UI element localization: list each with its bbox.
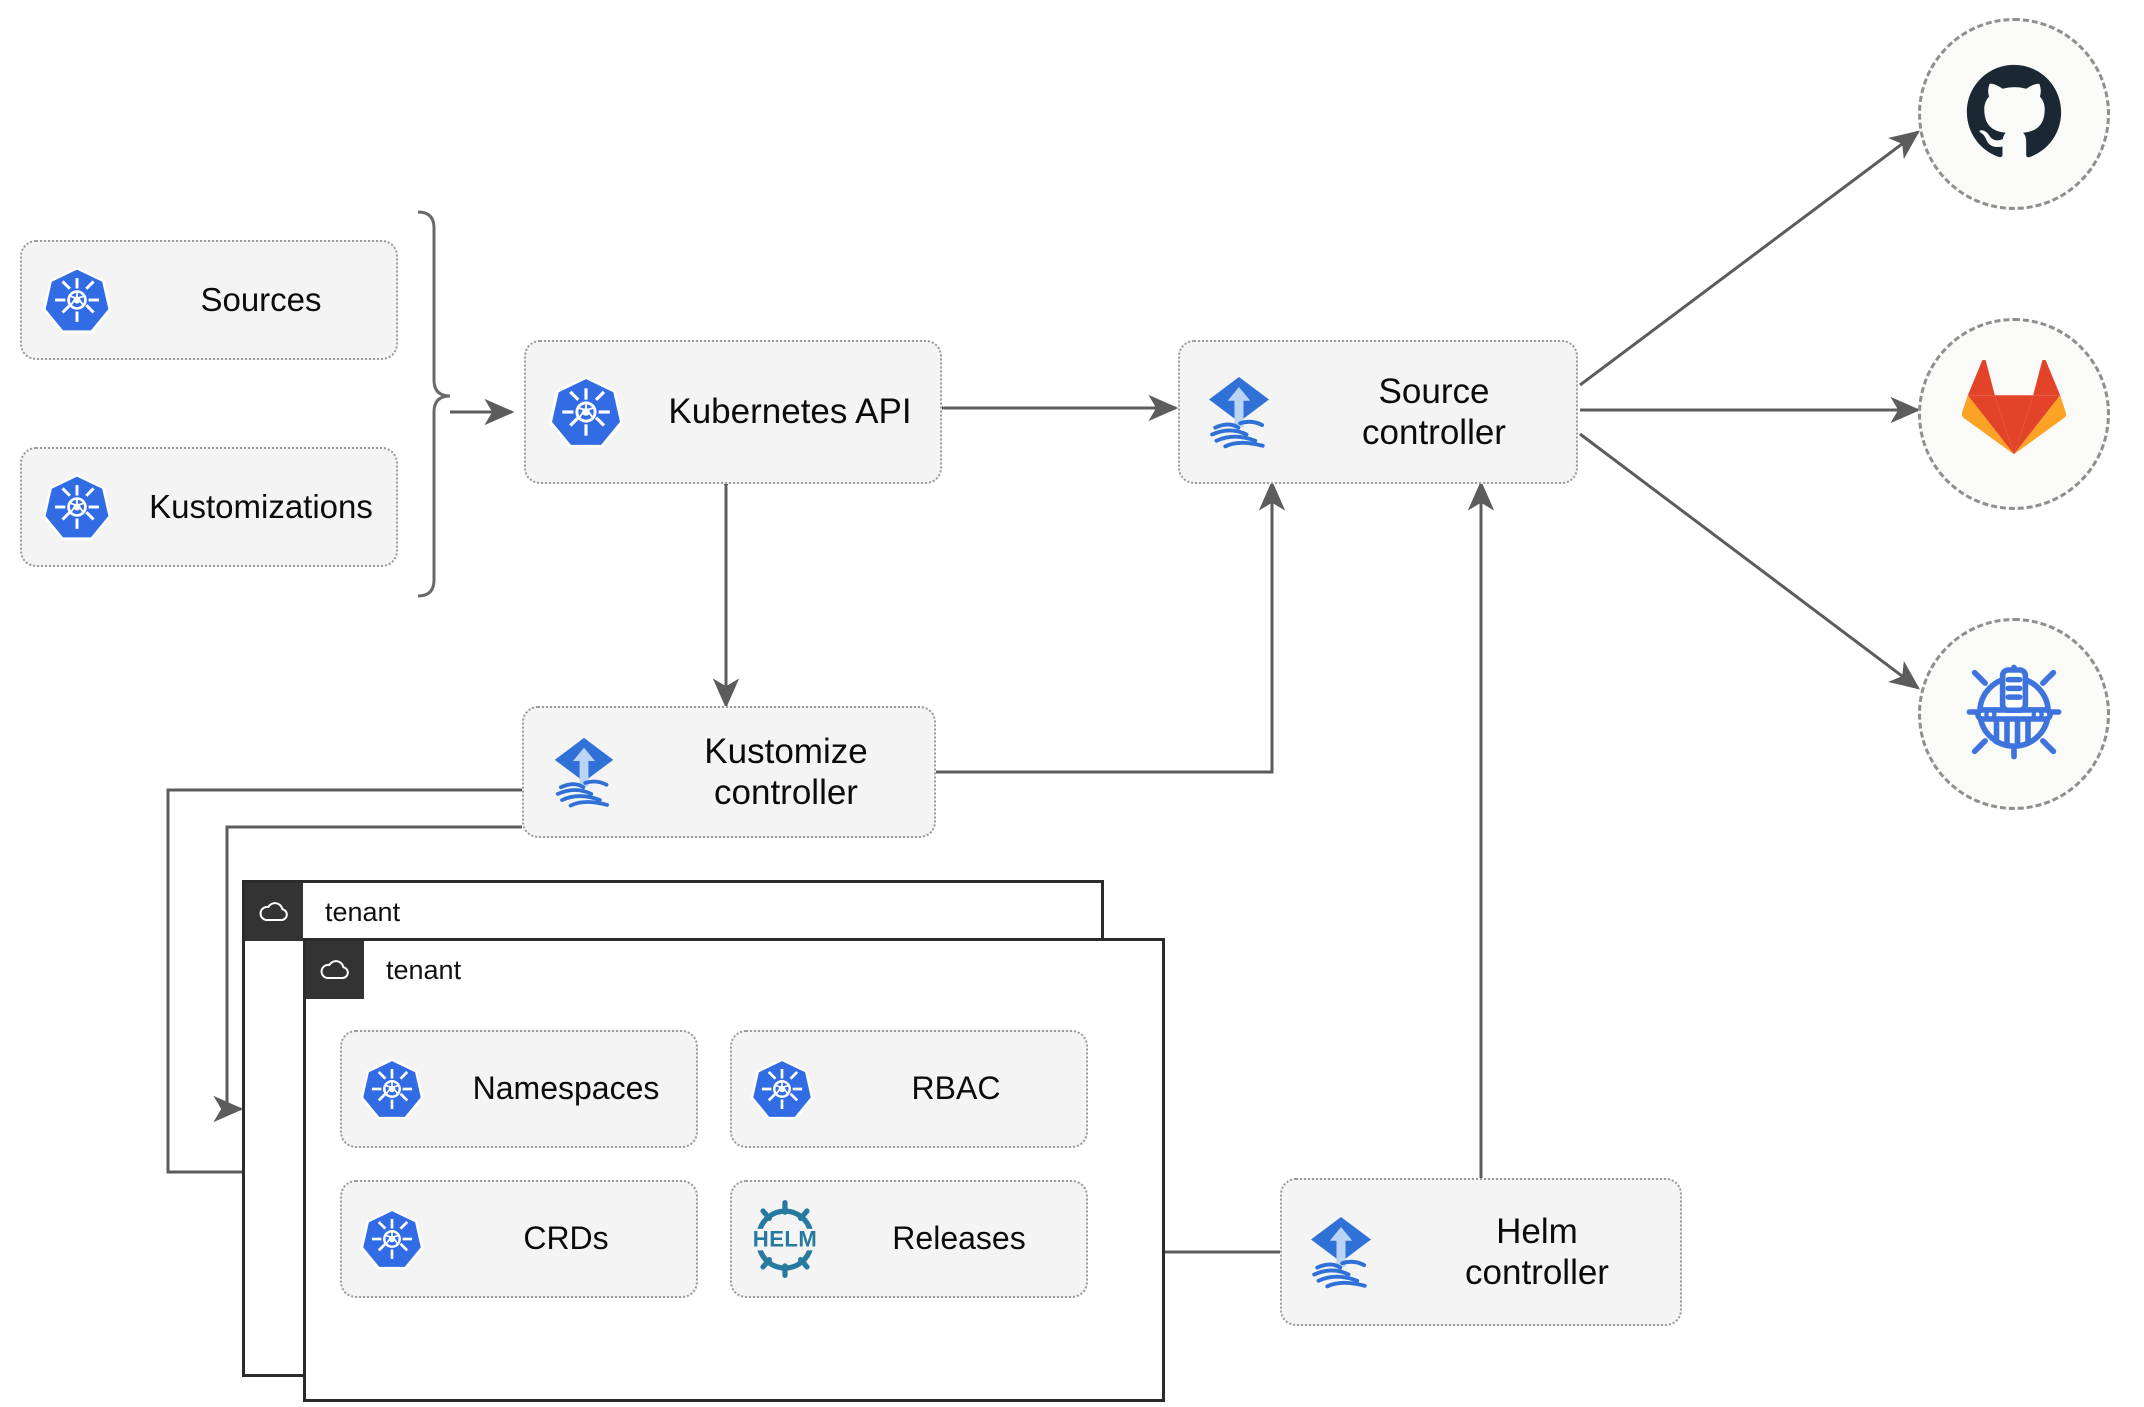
node-label: Namespaces	[472, 1070, 660, 1107]
circle-helm-repository[interactable]	[1918, 618, 2110, 810]
kubernetes-icon	[526, 373, 646, 451]
kubernetes-icon	[342, 1206, 442, 1272]
node-releases[interactable]: HELM Releases	[730, 1180, 1088, 1298]
node-label: Kustomize controller	[704, 731, 868, 812]
node-kustomize-controller[interactable]: Kustomize controller	[522, 706, 936, 838]
node-namespaces[interactable]: Namespaces	[340, 1030, 698, 1148]
helm-repository-icon	[1958, 656, 2070, 773]
node-sources[interactable]: Sources	[20, 240, 398, 360]
node-label: Releases	[892, 1220, 1026, 1257]
edge-source-to-github	[1579, 130, 1920, 387]
node-label: Source controller	[1362, 371, 1506, 452]
node-crds[interactable]: CRDs	[340, 1180, 698, 1298]
kubernetes-icon	[22, 471, 132, 543]
tenant-label: tenant	[386, 954, 462, 985]
helm-icon: HELM	[732, 1199, 838, 1279]
group-brace	[417, 210, 451, 598]
node-kubernetes-api[interactable]: Kubernetes API	[524, 340, 942, 484]
node-label: Helm controller	[1465, 1211, 1609, 1292]
cloud-icon	[245, 883, 303, 941]
node-label: Sources	[200, 280, 322, 318]
cloud-icon	[306, 941, 364, 999]
svg-text:HELM: HELM	[753, 1226, 817, 1251]
tenant-container-inner[interactable]: tenant	[303, 938, 1165, 1402]
kubernetes-icon	[732, 1056, 832, 1122]
node-helm-controller[interactable]: Helm controller	[1280, 1178, 1682, 1326]
kubernetes-icon	[342, 1056, 442, 1122]
node-label: Kustomizations	[149, 487, 373, 525]
circle-gitlab[interactable]	[1918, 318, 2110, 510]
tenant-header: tenant	[306, 941, 461, 999]
node-rbac[interactable]: RBAC	[730, 1030, 1088, 1148]
node-label: CRDs	[523, 1220, 609, 1257]
edge-kustomize-to-source-controller	[934, 480, 1286, 774]
tenant-label: tenant	[325, 896, 401, 927]
node-source-controller[interactable]: Source controller	[1178, 340, 1578, 484]
node-label: RBAC	[911, 1070, 1001, 1107]
circle-github[interactable]	[1918, 18, 2110, 210]
edge-source-to-helm-repository	[1579, 432, 1920, 690]
tenant-header: tenant	[245, 883, 400, 941]
kubernetes-icon	[22, 264, 132, 336]
node-kustomizations[interactable]: Kustomizations	[20, 447, 398, 567]
gitlab-icon	[1961, 359, 2067, 469]
flux-icon	[1180, 372, 1298, 452]
flux-icon	[524, 733, 644, 811]
node-label: Kubernetes API	[668, 392, 912, 432]
flux-icon	[1282, 1212, 1400, 1292]
github-icon	[1962, 60, 2066, 169]
